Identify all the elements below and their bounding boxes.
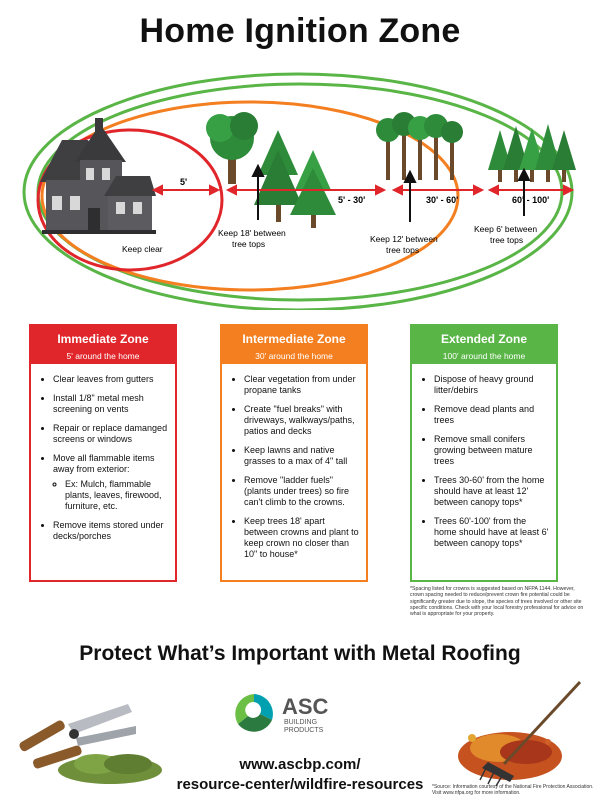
zone-header: Extended Zone 100' around the home [412, 326, 556, 364]
list-item: Remove items stored under decks/porches [53, 520, 169, 542]
immediate-zone-card: Immediate Zone 5' around the home Clear … [29, 324, 177, 582]
ignition-zone-diagram: 5' 5' - 30' 30' - 60' 60' - 100' Keep cl… [22, 72, 576, 310]
extended-zone-ring [22, 72, 574, 310]
conifer-icon [290, 150, 336, 228]
zone-list: Clear leaves from gutters Install 1/8" m… [31, 374, 175, 542]
zone-name: Immediate Zone [57, 332, 149, 346]
swirl-icon [235, 694, 273, 732]
list-item: Remove small conifers growing between ma… [434, 434, 550, 467]
zone-header: Intermediate Zone 30' around the home [222, 326, 366, 364]
zone-name: Intermediate Zone [242, 332, 346, 346]
conifer-icon [254, 130, 302, 222]
page-title: Home Ignition Zone [139, 12, 461, 50]
website-url-line1: www.ascbp.com/ [239, 756, 361, 773]
list-item: Clear leaves from gutters [53, 374, 169, 385]
tree-cluster-icon [376, 112, 463, 180]
immediate-zone-ring [36, 128, 224, 272]
keep-6-label-1: Keep 6' between [474, 224, 537, 234]
keep-12-label-2: tree tops [386, 245, 419, 255]
spacing-footnote: *Spacing listed for crowns is suggested … [410, 586, 584, 618]
rake-illustration [458, 680, 582, 786]
tagline: Protect What’s Important with Metal Roof… [79, 642, 521, 665]
list-item: Repair or replace damanged screens or wi… [53, 423, 169, 445]
list-item: Keep trees 18' apart between crowns and … [244, 516, 360, 560]
list-item: Create "fuel breaks" with driveways, wal… [244, 404, 360, 437]
list-item: Keep lawns and native grasses to a max o… [244, 445, 360, 467]
shears-icon [19, 704, 136, 769]
tree-icon [206, 112, 258, 184]
intermediate-zone-card: Intermediate Zone 30' around the home Cl… [220, 324, 368, 582]
zone-subtitle: 100' around the home [442, 351, 526, 361]
list-item: Move all flammable items away from exter… [53, 453, 169, 512]
website-url-line2: resource-center/wildfire-resources [176, 776, 424, 793]
list-item: Remove "ladder fuels" (plants under tree… [244, 475, 360, 508]
list-item: Remove dead plants and trees [434, 404, 550, 426]
sub-list: Ex: Mulch, flammable plants, leaves, fir… [53, 479, 169, 512]
list-item: Trees 30-60' from the home should have a… [434, 475, 550, 508]
source-footnote: *Source: Information courtesy of the Nat… [432, 784, 594, 796]
logo-line1: BUILDING [284, 719, 317, 726]
distance-label-30-60: 30' - 60' [426, 195, 458, 205]
list-item: Trees 60'-100' from the home should have… [434, 516, 550, 549]
intermediate-zone-ring [40, 100, 460, 292]
distance-label-5-30: 5' - 30' [338, 195, 365, 205]
list-item: Dispose of heavy ground litter/debirs [434, 374, 550, 396]
logo-line2: PRODUCTS [284, 727, 324, 734]
brush-pile-icon [58, 754, 162, 784]
keep-clear-label: Keep clear [122, 244, 163, 254]
logo-name: ASC [282, 694, 329, 719]
keep-6-label-2: tree tops [490, 235, 523, 245]
list-item: Clear vegetation from under propane tank… [244, 374, 360, 396]
keep-18-label-1: Keep 18' between [218, 228, 286, 238]
zone-name: Extended Zone [440, 332, 527, 346]
list-item-text: Move all flammable items away from exter… [53, 453, 155, 474]
extended-zone-card: Extended Zone 100' around the home Dispo… [410, 324, 558, 582]
list-item: Install 1/8" metal mesh screening on ven… [53, 393, 169, 415]
zone-subtitle: 5' around the home [66, 351, 140, 361]
distance-label-5: 5' [180, 177, 187, 187]
house-icon [40, 118, 156, 234]
conifer-cluster-icon [488, 124, 576, 182]
keep-18-label-2: tree tops [232, 239, 265, 249]
shears-illustration [19, 704, 162, 784]
logo-mark: ASC BUILDING PRODUCTS [235, 694, 329, 734]
rake-icon [479, 680, 582, 786]
zone-subtitle: 30' around the home [255, 351, 333, 361]
asc-logo: ASC BUILDING PRODUCTS [232, 692, 372, 736]
zone-header: Immediate Zone 5' around the home [31, 326, 175, 364]
distance-label-60-100: 60' - 100' [512, 195, 549, 205]
keep-12-label-1: Keep 12' between [370, 234, 438, 244]
sub-list-item: Ex: Mulch, flammable plants, leaves, fir… [65, 479, 163, 512]
zone-list: Dispose of heavy ground litter/debirs Re… [412, 374, 556, 549]
zone-list: Clear vegetation from under propane tank… [222, 374, 366, 560]
